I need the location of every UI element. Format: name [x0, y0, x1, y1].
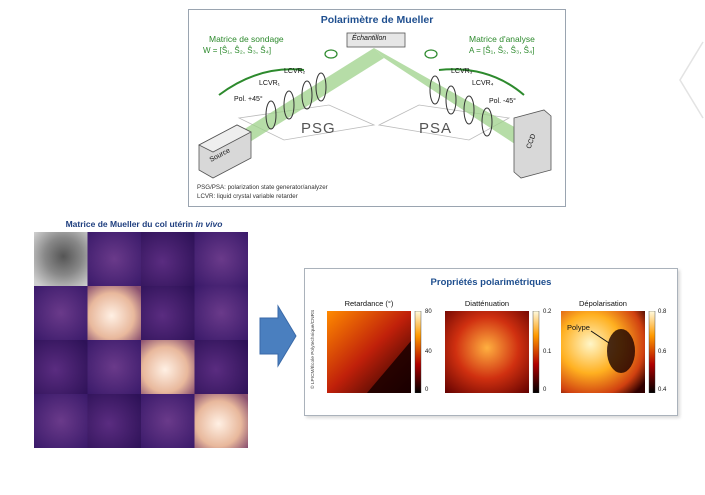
- right-matrix-formula: A = [Ŝ₁, Ŝ₂, Ŝ₃, Ŝ₄]: [469, 46, 535, 55]
- depolarization-map: [561, 311, 656, 393]
- left-matrix-formula: W = [Ŝ₁, Ŝ₂, Ŝ₃, Ŝ₄]: [203, 46, 272, 55]
- mueller-title-main: Matrice de Mueller du col utérin: [65, 219, 196, 229]
- depolarization-tick-bottom: 0.4: [658, 387, 667, 393]
- diattenuation-tick-top: 0.2: [543, 309, 552, 315]
- pol-left-label: Pol. +45°: [234, 96, 263, 103]
- retardance-label: Retardance (°): [344, 299, 394, 308]
- diattenuation-map: [445, 311, 540, 393]
- diattenuation-label: Diatténuation: [464, 299, 510, 308]
- depolarization-tick-top: 0.8: [658, 309, 667, 315]
- setup-title: Polarimètre de Mueller: [320, 14, 434, 26]
- retardance-tick-bottom: 0: [425, 387, 429, 393]
- copyright-text: © LPICM/École Polytechnique/CNRS: [311, 309, 316, 389]
- pol-right-label: Pol. -45°: [489, 98, 516, 105]
- depolarization-label: Dépolarisation: [579, 299, 627, 308]
- note-lcvr: LCVR: liquid crystal variable retarder: [197, 193, 298, 200]
- psa-label: PSA: [419, 120, 453, 137]
- polarimetric-properties-panel: Propriétés polarimétriques © LPICM/École…: [304, 268, 678, 416]
- diattenuation-tick-mid: 0.1: [543, 349, 552, 355]
- properties-title: Propriétés polarimétriques: [430, 277, 552, 288]
- polype-annotation: Polype: [567, 323, 590, 332]
- chevron-left-icon: [679, 41, 704, 119]
- depolarization-tick-mid: 0.6: [658, 349, 667, 355]
- mueller-matrix-title: Matrice de Mueller du col utérin in vivo: [36, 219, 252, 229]
- lcvr2-label: LCVR₂: [284, 68, 306, 75]
- sample-label: Échantillon: [352, 35, 387, 42]
- retardance-tick-top: 80: [425, 309, 432, 315]
- lcvr4-label: LCVR₄: [472, 80, 494, 87]
- diattenuation-tick-bottom: 0: [543, 387, 547, 393]
- arrow-right-icon: [259, 304, 297, 368]
- polarimeter-setup-panel: Polarimètre de Mueller Matrice de sondag…: [188, 9, 566, 207]
- psg-label: PSG: [301, 120, 336, 137]
- right-matrix-label: Matrice d'analyse: [469, 34, 535, 44]
- lcvr3-label: LCVR₃: [451, 68, 473, 75]
- left-matrix-label: Matrice de sondage: [209, 34, 284, 44]
- retardance-tick-mid: 40: [425, 349, 432, 355]
- retardance-map: [327, 311, 422, 393]
- setup-diagram: [198, 32, 552, 179]
- mueller-title-italic: in vivo: [195, 219, 223, 229]
- mueller-matrix-image: [34, 232, 248, 448]
- lcvr1-label: LCVR₁: [259, 80, 281, 87]
- note-psg-psa: PSG/PSA: polarization state generator/an…: [197, 184, 328, 191]
